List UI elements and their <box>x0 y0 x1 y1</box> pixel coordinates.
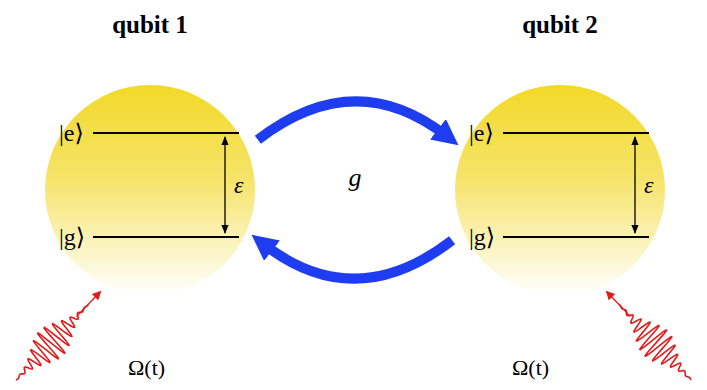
coupling-label: g <box>349 164 362 193</box>
level-label: |e⟩ <box>59 120 84 146</box>
drive-label: Ω(t) <box>128 356 165 380</box>
coupling-arrows <box>258 101 452 278</box>
pulse-arrow <box>607 292 631 317</box>
qubit-circle: qubit 1|e⟩|g⟩ε <box>45 85 255 295</box>
level-label: |e⟩ <box>469 120 494 146</box>
qubit-shape <box>45 85 255 295</box>
energy-label: ε <box>644 172 653 198</box>
qubit-circle: qubit 2|e⟩|g⟩ε <box>455 85 665 295</box>
qubit-title: qubit 1 <box>112 11 188 39</box>
drive-label: Ω(t) <box>512 356 549 380</box>
qubit-shape <box>455 85 665 295</box>
pulse-arrow <box>76 292 100 317</box>
level-label: |g⟩ <box>59 224 85 250</box>
level-label: |g⟩ <box>469 224 495 250</box>
energy-label: ε <box>234 172 243 198</box>
qubit-title: qubit 2 <box>522 11 598 39</box>
